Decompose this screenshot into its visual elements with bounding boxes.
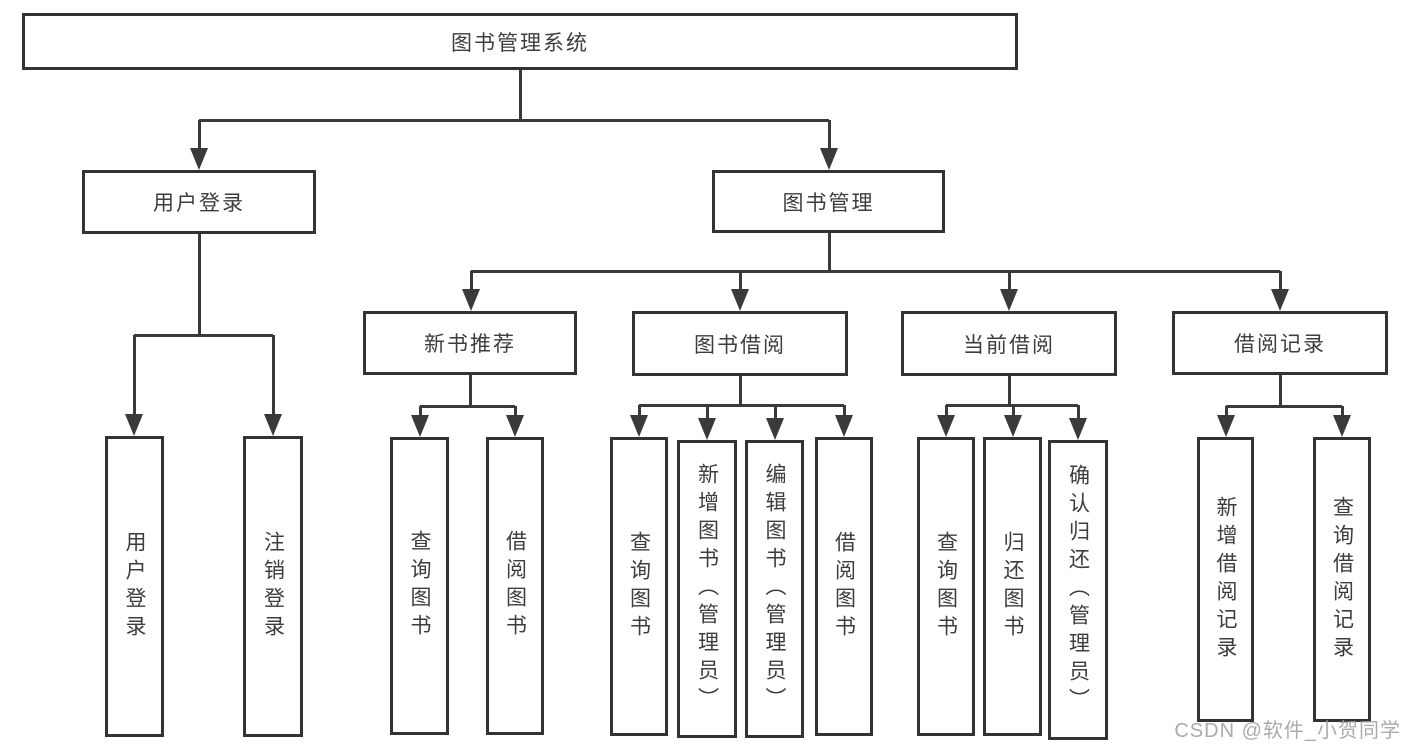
edge-to-br-query bbox=[1341, 406, 1344, 416]
node-user-login: 用户登录 bbox=[82, 170, 316, 234]
node-book-borrow-label: 图书借阅 bbox=[694, 333, 786, 357]
edge-to-leaf-logout bbox=[272, 335, 275, 414]
edge-to-bb-query bbox=[638, 405, 641, 416]
node-br-query: 查询借阅记录 bbox=[1313, 437, 1371, 722]
node-bb-edit: 编辑图书（管理员） bbox=[745, 440, 804, 738]
edge-book-mgmt-drop bbox=[828, 233, 831, 271]
csdn-watermark: CSDN @软件_小贺同学 bbox=[1174, 720, 1401, 742]
node-br-query-label: 查询借阅记录 bbox=[1330, 495, 1354, 664]
edge-to-new-book-rec bbox=[470, 271, 473, 289]
edge-to-cb-query bbox=[945, 405, 948, 416]
edge-rec-bar bbox=[420, 405, 515, 408]
arrowhead-icon bbox=[1271, 289, 1289, 311]
node-bb-borrow-label: 借阅图书 bbox=[832, 530, 856, 643]
node-cb-return: 归还图书 bbox=[983, 437, 1042, 736]
node-current-borrow-label: 当前借阅 bbox=[963, 333, 1055, 357]
node-borrow-record: 借阅记录 bbox=[1172, 311, 1388, 375]
arrowhead-icon bbox=[411, 415, 429, 437]
arrowhead-icon bbox=[190, 148, 208, 170]
node-rec-borrow: 借阅图书 bbox=[486, 437, 544, 735]
node-rec-query-label: 查询图书 bbox=[408, 530, 432, 642]
edge-to-user-login bbox=[198, 120, 201, 148]
edge-br-bar bbox=[1226, 405, 1342, 408]
arrowhead-icon bbox=[506, 415, 524, 437]
node-cb-query-label: 查询图书 bbox=[934, 530, 958, 643]
edge-to-br-add bbox=[1225, 406, 1228, 416]
edge-user-login-drop bbox=[198, 234, 201, 335]
edge-bb-bar bbox=[639, 404, 844, 407]
node-new-book-rec-label: 新书推荐 bbox=[424, 333, 516, 356]
node-bb-query: 查询图书 bbox=[610, 437, 668, 736]
edge-level2-bar bbox=[199, 119, 829, 122]
edge-to-bb-borrow bbox=[843, 405, 846, 416]
arrowhead-icon bbox=[698, 418, 716, 440]
edge-to-bb-edit bbox=[774, 405, 777, 419]
arrowhead-icon bbox=[1217, 415, 1235, 437]
node-cb-confirm: 确认归还（管理员） bbox=[1048, 440, 1108, 740]
edge-to-bb-add bbox=[706, 405, 709, 419]
node-leaf-user-login: 用户登录 bbox=[105, 436, 164, 737]
node-new-book-rec: 新书推荐 bbox=[363, 311, 577, 375]
node-root: 图书管理系统 bbox=[22, 13, 1018, 70]
edge-to-cb-return bbox=[1012, 405, 1015, 416]
edge-to-leaf-user-login bbox=[133, 335, 136, 414]
node-bb-add: 新增图书（管理员） bbox=[677, 440, 737, 738]
arrowhead-icon bbox=[264, 414, 282, 436]
node-br-add-label: 新增借阅记录 bbox=[1214, 495, 1238, 664]
arrowhead-icon bbox=[125, 414, 143, 436]
arrowhead-icon bbox=[731, 289, 749, 311]
node-br-add: 新增借阅记录 bbox=[1197, 437, 1254, 722]
node-book-mgmt-label: 图书管理 bbox=[782, 191, 875, 215]
node-bb-add-label: 新增图书（管理员） bbox=[695, 463, 719, 715]
edge-to-rec-query bbox=[419, 406, 422, 416]
arrowhead-icon bbox=[937, 415, 955, 437]
edge-bb-drop bbox=[739, 376, 742, 405]
arrowhead-icon bbox=[766, 418, 784, 440]
node-cb-query: 查询图书 bbox=[917, 437, 975, 736]
node-cb-return-label: 归还图书 bbox=[1001, 530, 1025, 643]
edge-to-book-borrow bbox=[739, 271, 742, 289]
arrowhead-icon bbox=[630, 415, 648, 437]
edge-to-current-borrow bbox=[1008, 271, 1011, 289]
node-book-borrow: 图书借阅 bbox=[632, 311, 848, 376]
edge-to-rec-borrow bbox=[514, 406, 517, 416]
arrowhead-icon bbox=[820, 148, 838, 170]
node-current-borrow: 当前借阅 bbox=[901, 311, 1117, 376]
arrowhead-icon bbox=[462, 289, 480, 311]
arrowhead-icon bbox=[835, 415, 853, 437]
edge-cb-drop bbox=[1008, 376, 1011, 405]
node-leaf-logout-label: 注销登录 bbox=[261, 530, 285, 643]
arrowhead-icon bbox=[1333, 415, 1351, 437]
edge-user-login-bar bbox=[134, 334, 273, 337]
node-borrow-record-label: 借阅记录 bbox=[1234, 333, 1326, 356]
node-bb-edit-label: 编辑图书（管理员） bbox=[763, 463, 787, 715]
edge-br-drop bbox=[1279, 375, 1282, 406]
edge-to-cb-confirm bbox=[1077, 405, 1080, 419]
edge-to-book-mgmt bbox=[828, 120, 831, 148]
arrowhead-icon bbox=[1000, 289, 1018, 311]
edge-root-drop bbox=[519, 70, 522, 120]
node-rec-query: 查询图书 bbox=[390, 437, 449, 735]
arrowhead-icon bbox=[1069, 418, 1087, 440]
arrowhead-icon bbox=[1004, 415, 1022, 437]
edge-rec-drop bbox=[469, 375, 472, 406]
edge-to-borrow-record bbox=[1279, 271, 1282, 289]
node-cb-confirm-label: 确认归还（管理员） bbox=[1066, 464, 1090, 716]
node-leaf-logout: 注销登录 bbox=[243, 436, 303, 737]
node-book-mgmt: 图书管理 bbox=[712, 170, 945, 233]
node-user-login-label: 用户登录 bbox=[153, 192, 245, 215]
edge-level3-bar bbox=[471, 270, 1280, 273]
node-leaf-user-login-label: 用户登录 bbox=[123, 530, 147, 643]
node-bb-query-label: 查询图书 bbox=[627, 530, 651, 643]
node-rec-borrow-label: 借阅图书 bbox=[503, 530, 527, 642]
node-root-label: 图书管理系统 bbox=[451, 31, 589, 55]
node-bb-borrow: 借阅图书 bbox=[815, 437, 873, 736]
